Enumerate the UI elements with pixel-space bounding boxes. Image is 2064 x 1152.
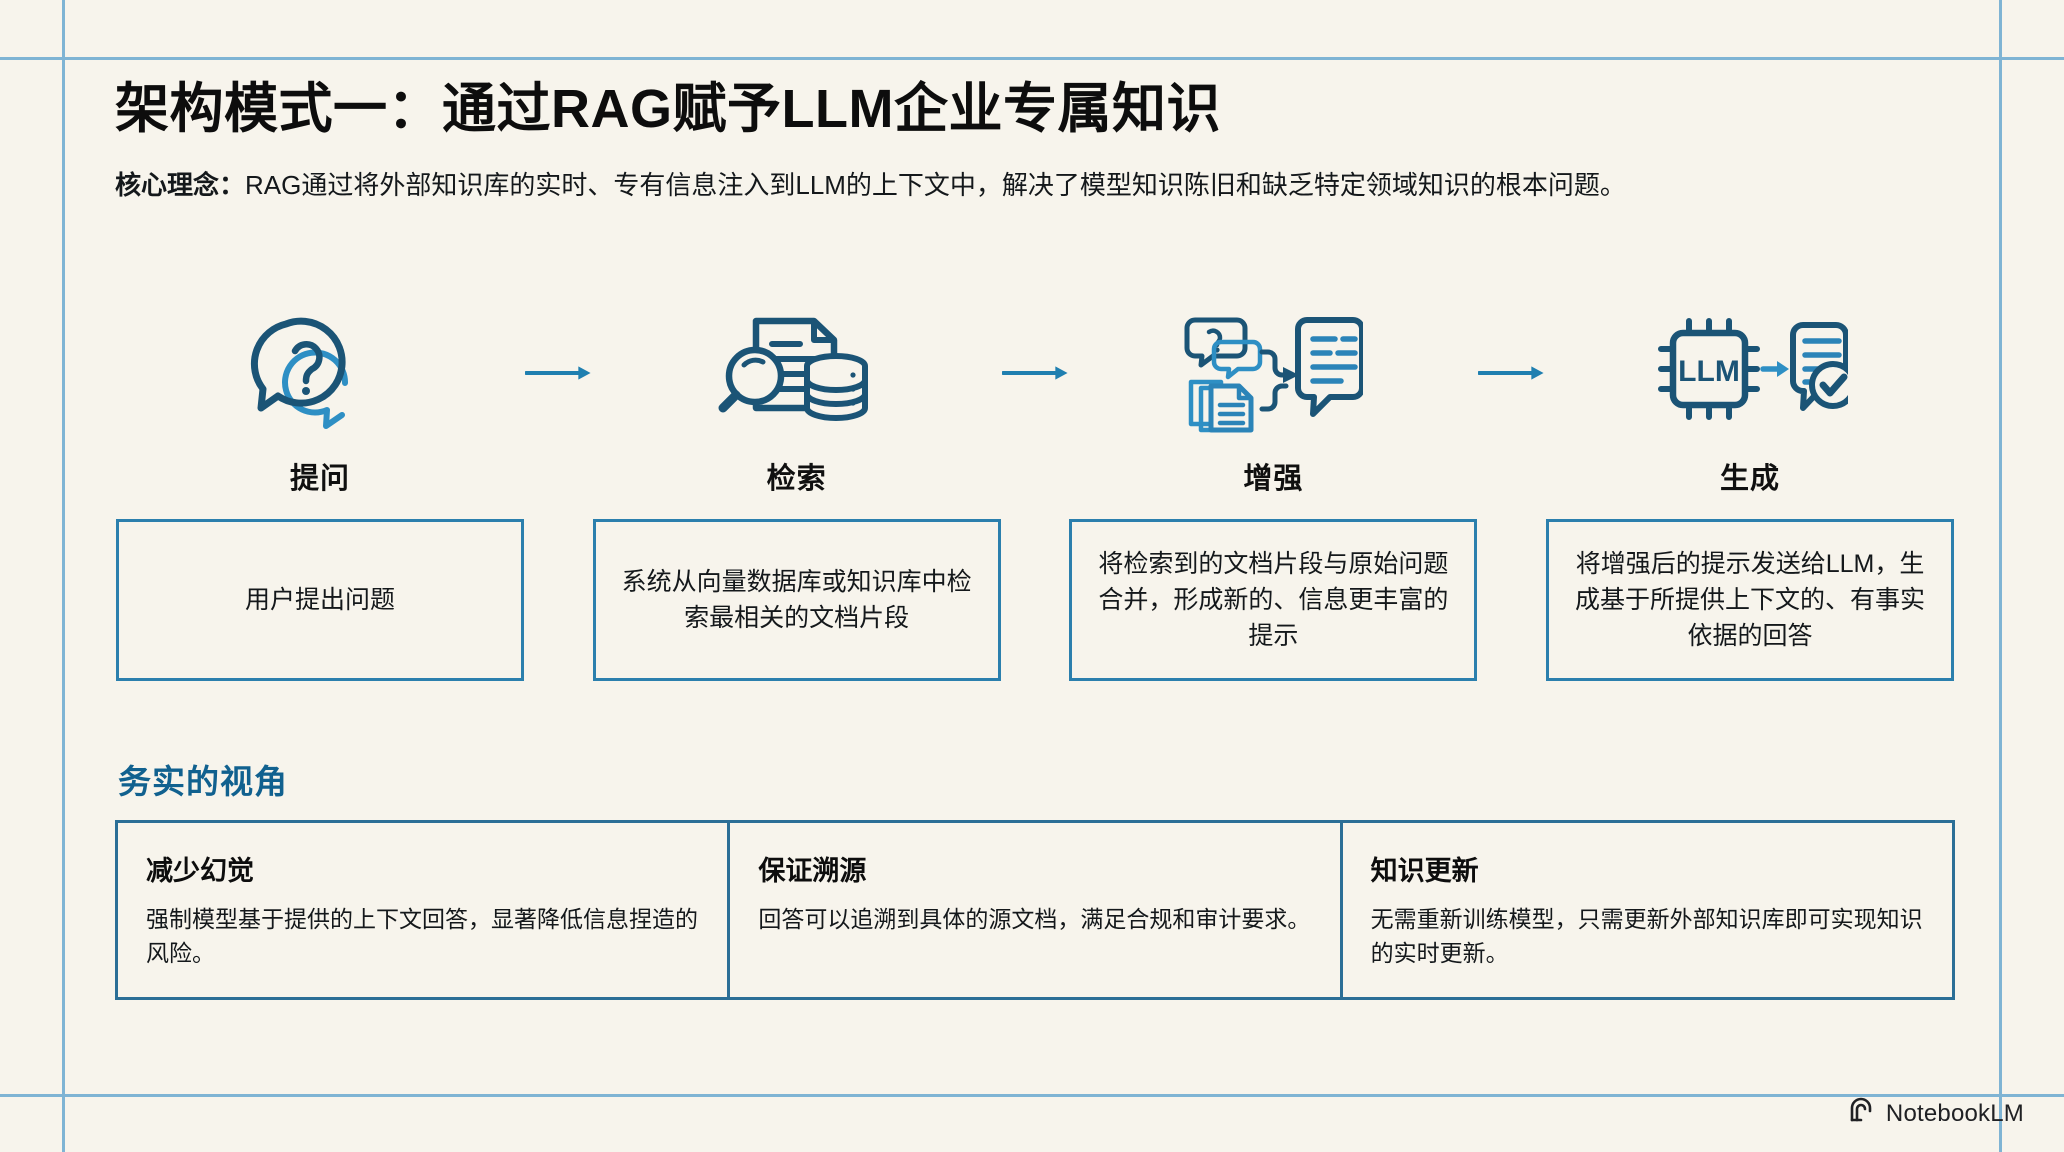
flow-step-ask: 提问 用户提出问题 (115, 310, 525, 681)
flow-step-description: 系统从向量数据库或知识库中检索最相关的文档片段 (592, 519, 1001, 681)
page-title: 架构模式一：通过RAG赋予LLM企业专属知识 (115, 79, 1221, 139)
perspective-cell-title: 减少幻觉 (146, 856, 254, 886)
arrow-right-icon (1001, 310, 1069, 435)
flow-step-label: 提问 (289, 463, 350, 495)
guide-line-left (62, 0, 65, 1152)
perspective-cell: 保证溯源 回答可以追溯到具体的源文档，满足合规和审计要求。 (730, 823, 1343, 997)
flow-step-generate: LLM 生成 将增强后的提示发送给LLM，生成基于所提供上下文的、有事实依据的回… (1545, 310, 1955, 681)
perspective-cell: 知识更新 无需重新训练模型，只需更新外部知识库即可实现知识的实时更新。 (1343, 823, 1952, 997)
flow-step-retrieve: 检索 系统从向量数据库或知识库中检索最相关的文档片段 (592, 310, 1002, 681)
search-document-database-icon (714, 310, 879, 435)
subtitle-lead: 核心理念： (115, 170, 246, 201)
guide-line-top (0, 57, 2064, 60)
footer-brand-name: NotebookLM (1885, 1099, 2024, 1127)
guide-line-right (1999, 0, 2002, 1152)
perspective-cell-body: 回答可以追溯到具体的源文档，满足合规和审计要求。 (758, 906, 1311, 932)
perspective-cell-body: 强制模型基于提供的上下文回答，显著降低信息捏造的风险。 (146, 906, 698, 967)
flow-step-description: 将检索到的文档片段与原始问题合并，形成新的、信息更丰富的提示 (1069, 519, 1478, 681)
flow-step-label: 检索 (766, 463, 827, 495)
question-bubble-icon (245, 310, 395, 435)
footer-branding: NotebookLM (1848, 1097, 2024, 1130)
rag-flow-diagram: 提问 用户提出问题 (115, 310, 1955, 681)
flow-step-augment: 增强 将检索到的文档片段与原始问题合并，形成新的、信息更丰富的提示 (1068, 310, 1478, 681)
llm-chip-answer-icon: LLM (1653, 310, 1848, 435)
subtitle-body: RAG通过将外部知识库的实时、专有信息注入到LLM的上下文中，解决了模型知识陈旧… (245, 170, 1626, 201)
header-block: 架构模式一：通过RAG赋予LLM企业专属知识 核心理念：RAG通过将外部知识库的… (115, 78, 1955, 206)
flow-step-label: 增强 (1243, 463, 1304, 495)
svg-text:LLM: LLM (1678, 355, 1740, 388)
flow-step-description: 将增强后的提示发送给LLM，生成基于所提供上下文的、有事实依据的回答 (1546, 519, 1955, 681)
flow-step-label: 生成 (1720, 463, 1781, 495)
arrow-right-icon (1478, 310, 1545, 435)
perspective-cell-title: 知识更新 (1370, 856, 1479, 886)
section-heading-perspective: 务实的视角 (118, 763, 288, 800)
perspective-cell-body: 无需重新训练模型，只需更新外部知识库即可实现知识的实时更新。 (1370, 906, 1923, 967)
perspective-cell: 减少幻觉 强制模型基于提供的上下文回答，显著降低信息捏造的风险。 (118, 823, 731, 997)
flow-step-description: 用户提出问题 (116, 519, 524, 681)
perspective-cell-title: 保证溯源 (758, 856, 867, 886)
page-subtitle: 核心理念：RAG通过将外部知识库的实时、专有信息注入到LLM的上下文中，解决了模… (115, 166, 1915, 206)
merge-prompt-icon (1183, 310, 1364, 435)
notebooklm-logo-icon (1848, 1097, 1876, 1130)
arrow-right-icon (525, 310, 592, 435)
perspective-table: 减少幻觉 强制模型基于提供的上下文回答，显著降低信息捏造的风险。 保证溯源 回答… (115, 820, 1955, 1000)
guide-line-bottom (0, 1094, 2064, 1097)
